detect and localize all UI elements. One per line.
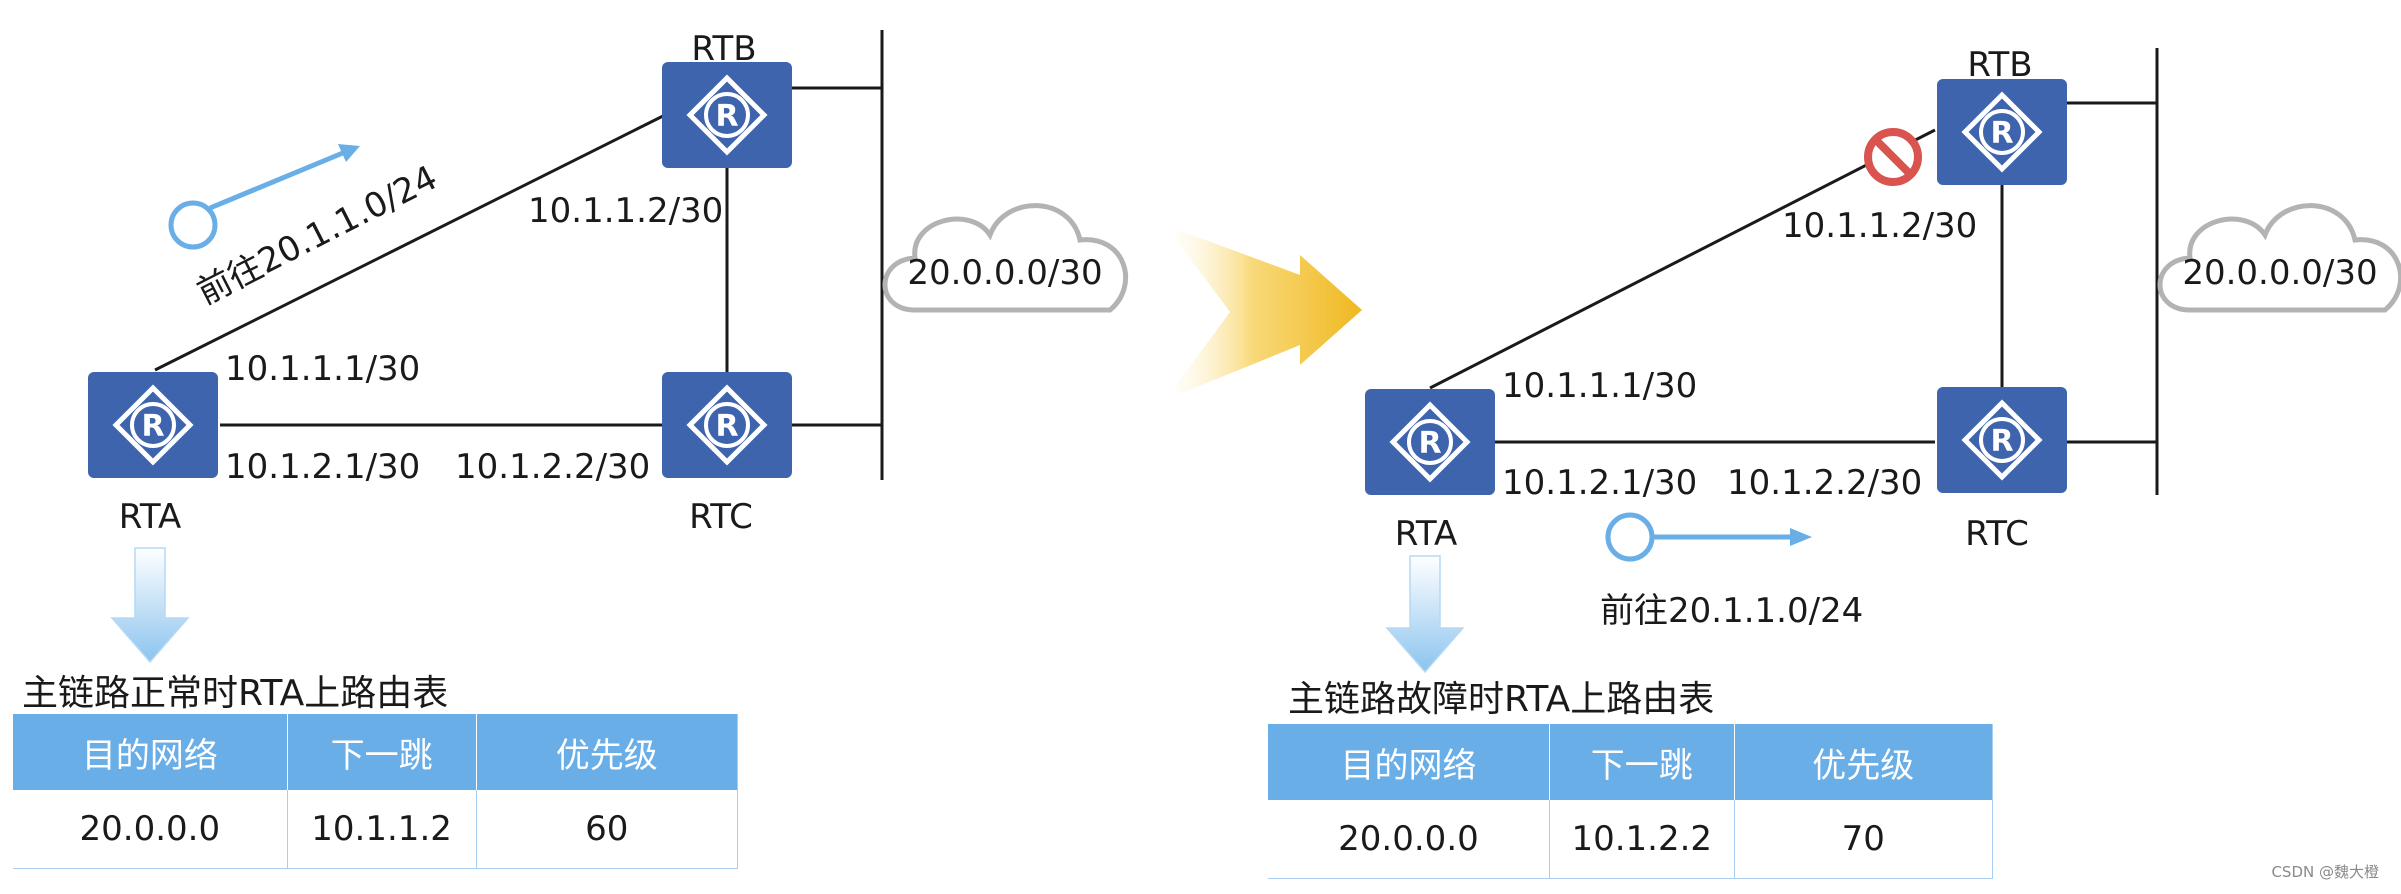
router-rtc-label: RTC xyxy=(1965,514,2029,554)
cell-destination: 20.0.0.0 xyxy=(13,790,288,869)
column-header-destination: 目的网络 xyxy=(13,714,288,790)
ip-rtc-left: 10.1.2.2/30 xyxy=(1727,463,1922,503)
left-route-table: 目的网络 下一跳 优先级 20.0.0.0 10.1.1.2 60 xyxy=(13,714,739,869)
ip-rta-right: 10.1.2.1/30 xyxy=(225,447,420,487)
table-row: 20.0.0.0 10.1.2.2 70 xyxy=(1268,800,1994,879)
router-rtc-label: RTC xyxy=(689,497,753,537)
ip-rtb-left: 10.1.1.2/30 xyxy=(528,191,723,231)
watermark: CSDN @魏大橙 xyxy=(2271,863,2379,881)
ip-rta-right: 10.1.2.1/30 xyxy=(1502,463,1697,503)
column-header-next-hop: 下一跳 xyxy=(1549,724,1735,800)
router-rtc-icon[interactable] xyxy=(662,372,792,478)
cell-priority: 70 xyxy=(1734,800,1994,879)
column-header-next-hop: 下一跳 xyxy=(287,714,477,790)
router-rtc-icon[interactable] xyxy=(1937,387,2067,493)
cloud-label: 20.0.0.0/30 xyxy=(2182,253,2377,293)
router-rtb-label: RTB xyxy=(691,29,756,69)
router-rta-icon[interactable] xyxy=(1365,389,1495,495)
path-arrow xyxy=(168,144,360,250)
path-arrow xyxy=(1605,512,1812,562)
transition-arrow-icon xyxy=(1165,225,1362,400)
ip-rtc-left: 10.1.2.2/30 xyxy=(455,447,650,487)
down-arrow-icon xyxy=(110,547,190,664)
cell-next-hop: 10.1.1.2 xyxy=(287,790,477,869)
left-diagram: RTB RTC RTA 10.1.1.2/30 10.1.1.1/30 10.1… xyxy=(88,29,1126,664)
router-rta-label: RTA xyxy=(1395,514,1458,554)
table-header-row: 目的网络 下一跳 优先级 xyxy=(13,714,739,790)
table-header-row: 目的网络 下一跳 优先级 xyxy=(1268,724,1994,800)
cloud-label: 20.0.0.0/30 xyxy=(907,253,1102,293)
router-rtb-icon[interactable] xyxy=(662,62,792,168)
router-rtb-icon[interactable] xyxy=(1937,79,2067,185)
column-header-priority: 优先级 xyxy=(1734,724,1994,800)
ip-rta-top: 10.1.1.1/30 xyxy=(1502,366,1697,406)
cell-destination: 20.0.0.0 xyxy=(1268,800,1550,879)
column-header-priority: 优先级 xyxy=(476,714,739,790)
ip-rta-top: 10.1.1.1/30 xyxy=(225,349,420,389)
link-rta-rtb xyxy=(1429,128,1936,390)
column-header-destination: 目的网络 xyxy=(1268,724,1550,800)
down-arrow-icon xyxy=(1385,555,1465,674)
link-rta-rtb xyxy=(154,113,666,372)
right-diagram: RTB RTC RTA 10.1.1.2/30 10.1.1.1/30 10.1… xyxy=(1365,45,2401,674)
link-fault-icon xyxy=(1864,128,1922,186)
path-label: 前往20.1.1.0/24 xyxy=(1600,591,1863,631)
cell-next-hop: 10.1.2.2 xyxy=(1549,800,1735,879)
router-rta-icon[interactable] xyxy=(88,372,218,478)
router-rta-label: RTA xyxy=(119,497,182,537)
cell-priority: 60 xyxy=(476,790,739,869)
table-row: 20.0.0.0 10.1.1.2 60 xyxy=(13,790,739,869)
left-table-caption: 主链路正常时RTA上路由表 xyxy=(22,673,449,714)
right-table-caption: 主链路故障时RTA上路由表 xyxy=(1288,679,1715,720)
right-route-table: 目的网络 下一跳 优先级 20.0.0.0 10.1.2.2 70 xyxy=(1268,724,1994,879)
router-rtb-label: RTB xyxy=(1967,45,2032,85)
ip-rtb-left: 10.1.1.2/30 xyxy=(1782,206,1977,246)
